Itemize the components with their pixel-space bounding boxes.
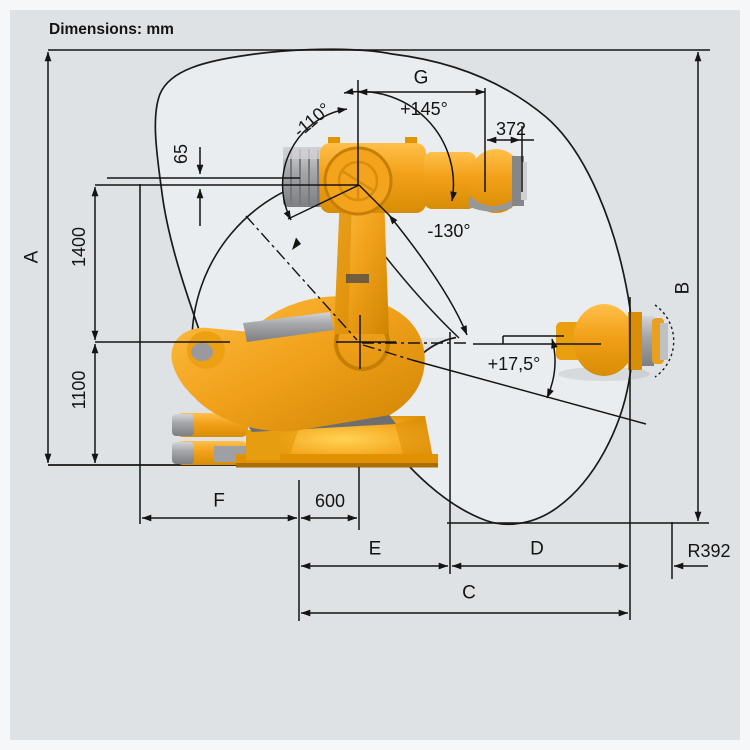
ray-minus-130 bbox=[358, 184, 391, 217]
arrowhead-on-centerline bbox=[292, 237, 301, 250]
arc-plus-145 bbox=[343, 88, 457, 202]
robot-wrist-lowered bbox=[556, 304, 668, 381]
flange-radius-dotted-arc bbox=[654, 304, 675, 378]
ray-minus-110 bbox=[287, 184, 360, 220]
working-envelope-outline bbox=[154, 48, 634, 526]
robot-link-arm bbox=[334, 196, 389, 334]
angle-leg-tilted bbox=[411, 359, 647, 425]
centerline-tilted bbox=[362, 344, 413, 361]
arc-minus-130 bbox=[388, 214, 468, 336]
robot-base-motors bbox=[172, 413, 248, 465]
arc-minus-110 bbox=[281, 107, 348, 221]
centerline-diagonal-left bbox=[245, 215, 358, 341]
dimension-lines bbox=[44, 49, 710, 621]
